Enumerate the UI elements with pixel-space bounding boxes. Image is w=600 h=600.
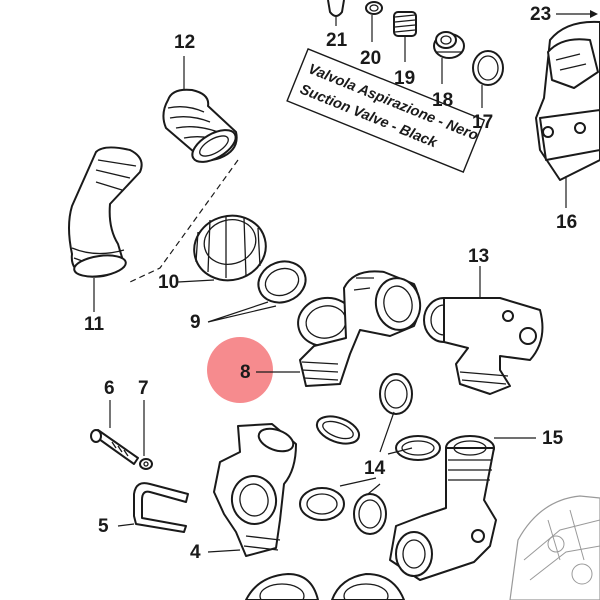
part-20-washer [365,1,383,42]
part-7-washer [139,400,153,470]
label-19: 19 [394,68,415,89]
suction-valve-label: Valvola Aspirazione - Nero Suction Valve… [286,48,486,173]
part-12-hose-connector [162,56,238,163]
part-13-elbow-fitting [423,266,544,395]
label-5: 5 [98,516,109,537]
part-9-o-ring [207,260,307,323]
part-4-suction-body [207,423,297,557]
label-15: 15 [542,428,564,449]
pump-housing-lower [509,495,600,600]
part-8-suction-valve-body [297,270,422,387]
label-14: 14 [364,458,386,479]
highlight-marker-8[interactable] [207,337,273,403]
part-21-pin [327,0,345,26]
label-6: 6 [104,378,115,399]
assembly-line-12 [129,159,239,283]
part-17-o-ring [472,50,504,108]
label-16: 16 [556,212,577,233]
part-14-o-rings [299,373,441,535]
label-12: 12 [174,32,195,53]
part-11-elbow-hose [68,146,143,312]
label-9: 9 [190,312,201,333]
label-20: 20 [360,48,381,69]
part-19-spring [393,11,417,62]
label-7: 7 [138,378,149,399]
bottom-fittings [245,573,405,600]
label-10: 10 [158,272,179,293]
part-16-pump-head [535,20,600,208]
part-23-arrow [590,10,598,18]
part-10-ring-nut [177,214,267,283]
part-18-valve [433,31,465,84]
label-23: 23 [530,4,551,25]
label-4: 4 [190,542,201,563]
part-15-tee-fitting [389,435,536,581]
label-8: 8 [240,362,251,383]
label-21: 21 [326,30,348,51]
label-11: 11 [84,314,105,335]
part-6-bolt [90,400,139,465]
label-18: 18 [432,90,453,111]
label-13: 13 [468,246,489,267]
label-17: 17 [472,112,493,133]
part-5-u-clip [117,482,189,533]
